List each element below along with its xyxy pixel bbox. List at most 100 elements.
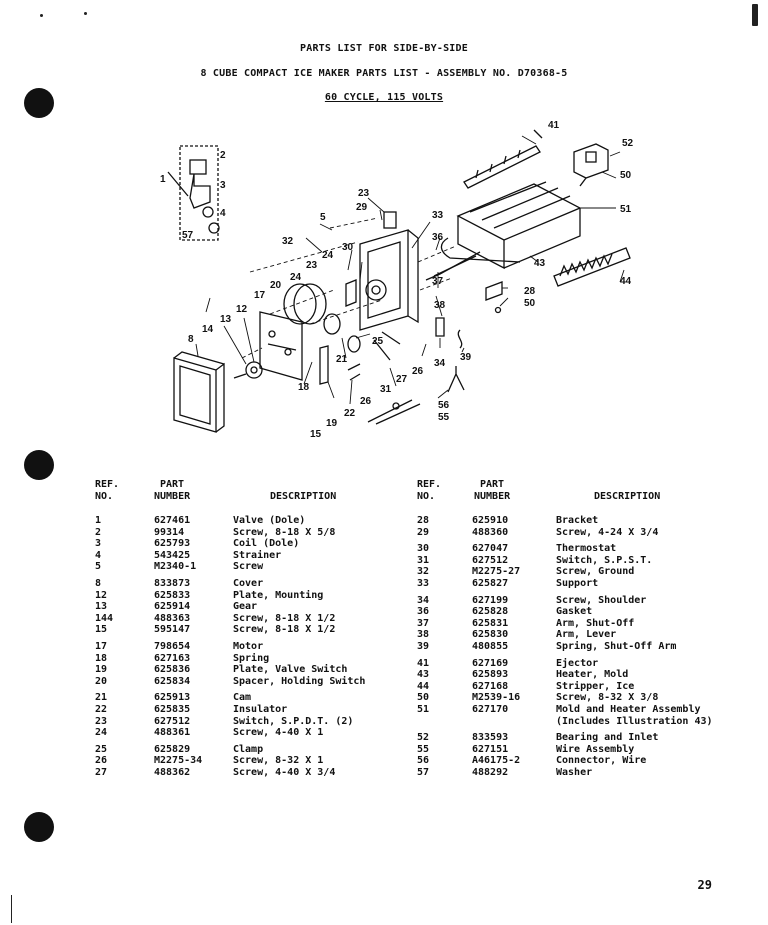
- description-cell: Spring, Shut-Off Arm: [556, 641, 677, 652]
- description-cell: Cam: [233, 692, 252, 704]
- description-cell: Plate, Mounting: [233, 589, 324, 601]
- support-housing-drawing: [359, 229, 419, 331]
- bearing-inlet-drawing: [573, 143, 609, 187]
- ref-no-cell: 52: [417, 732, 430, 744]
- ref-no-cell: 24: [95, 727, 108, 739]
- ref-no-cell: 22: [95, 704, 108, 715]
- part-number-cell: M2275-34: [154, 755, 203, 767]
- callout-52: 52: [622, 138, 634, 149]
- description-cell: Switch, S.P.S.T.: [556, 554, 653, 566]
- description-cell: Mold and Heater Assembly: [556, 704, 701, 715]
- ref-no-cell: 15: [95, 624, 108, 636]
- ref-no-cell: 18: [95, 652, 108, 664]
- ref-no-cell: 55: [417, 743, 430, 755]
- description-header: DESCRIPTION: [270, 491, 337, 502]
- assembly-guide-lines: [241, 217, 457, 359]
- ref-no-cell: 17: [95, 641, 108, 652]
- ref-no-cell: 144: [95, 612, 114, 624]
- ref-no-cell: 12: [95, 589, 108, 601]
- callout-56: 56: [438, 400, 450, 411]
- description-cell: Support: [556, 578, 599, 589]
- description-cell: Plate, Valve Switch: [233, 664, 348, 676]
- ref-no-cell: 19: [95, 664, 108, 676]
- callout-21: 21: [336, 354, 348, 365]
- callout-28: 28: [524, 286, 536, 297]
- callout-36: 36: [432, 232, 444, 243]
- callout-34: 34: [434, 358, 446, 369]
- callout-23b: 23: [306, 260, 318, 271]
- part-number-cell: 625830: [472, 629, 509, 641]
- description-cell: Screw, 8-18 X 1/2: [233, 612, 336, 624]
- part-number-cell: 627199: [472, 594, 509, 606]
- part-number-cell: M2275-27: [472, 566, 521, 578]
- ref-no-cell: 3: [95, 538, 102, 550]
- part-number-cell: 627170: [472, 704, 509, 715]
- ref-no-header-right: REF.NO.: [417, 479, 442, 502]
- callout-26a: 26: [412, 366, 424, 377]
- description-cell: (Includes Illustration 43): [556, 715, 713, 727]
- ref-no-cell: 31: [417, 554, 430, 566]
- description-cell: Stripper, Ice: [556, 680, 635, 692]
- callout-19: 19: [326, 418, 338, 429]
- callout-33: 33: [432, 210, 444, 221]
- description-cell: Motor: [233, 641, 264, 652]
- callout-41: 41: [548, 120, 560, 131]
- description-cell: Arm, Shut-Off: [556, 617, 635, 629]
- binder-hole: [24, 88, 54, 118]
- part-number-cell: 595147: [154, 624, 191, 636]
- header-electrical: 60 CYCLE, 115 VOLTS: [324, 92, 444, 103]
- motor-drawing: [233, 283, 327, 379]
- callout-5: 5: [320, 212, 326, 223]
- ref-no-cell: 38: [417, 629, 430, 641]
- callout-1: 1: [160, 174, 166, 185]
- description-cell: Screw, Shoulder: [556, 594, 647, 606]
- callout-32: 32: [282, 236, 294, 247]
- part-number-cell: 627151: [472, 743, 509, 755]
- callout-2: 2: [220, 150, 226, 161]
- callout-50a: 50: [620, 170, 632, 181]
- description-cell: Insulator: [233, 704, 288, 715]
- callout-44: 44: [620, 276, 632, 287]
- description-cell: Screw, 8-32 X 1: [233, 755, 324, 767]
- ref-no-cell: 27: [95, 767, 108, 778]
- cover-drawing: [173, 351, 225, 433]
- header-title: PARTS LIST FOR SIDE-BY-SIDE: [300, 43, 468, 54]
- description-cell: Clamp: [233, 743, 264, 755]
- part-number-cell: 627512: [472, 554, 509, 566]
- part-number-cell: 625831: [472, 617, 509, 629]
- part-number-cell: 627163: [154, 652, 191, 664]
- description-cell: Switch, S.P.D.T. (2): [233, 715, 354, 727]
- callout-24b: 24: [290, 272, 302, 283]
- mold-heater-drawing: [425, 181, 582, 281]
- part-number-cell: 488360: [472, 526, 509, 538]
- part-number-cell: 625828: [472, 606, 509, 618]
- callout-17: 17: [254, 290, 266, 301]
- ref-no-cell: 2: [95, 526, 102, 538]
- callout-43: 43: [534, 258, 546, 269]
- callout-25: 25: [372, 336, 384, 347]
- scan-speck: [84, 12, 87, 15]
- callout-51: 51: [620, 204, 632, 215]
- callout-15: 15: [310, 429, 322, 440]
- ref-no-cell: 29: [417, 526, 430, 538]
- part-number-cell: 798654: [154, 641, 191, 652]
- callout-39: 39: [460, 352, 472, 363]
- description-cell: Spring: [233, 652, 270, 664]
- ref-no-cell: 39: [417, 641, 430, 652]
- part-number-cell: 627168: [472, 680, 509, 692]
- description-cell: Screw, 4-40 X 1: [233, 727, 324, 739]
- part-number-cell: M2539-16: [472, 692, 521, 704]
- description-cell: Washer: [556, 767, 593, 778]
- callout-26b: 26: [360, 396, 372, 407]
- callout-31: 31: [380, 384, 392, 395]
- callout-labels: 1 2 3 4 57 5 8 12 13 14 15 17 18 19 20 2…: [160, 120, 634, 440]
- callout-18: 18: [298, 382, 310, 393]
- part-number-cell: 627169: [472, 657, 509, 669]
- ref-no-cell: 43: [417, 669, 430, 681]
- callout-38: 38: [434, 300, 446, 311]
- description-cell: Bracket: [556, 515, 599, 526]
- callout-27: 27: [396, 374, 408, 385]
- ref-no-cell: 51: [417, 704, 430, 715]
